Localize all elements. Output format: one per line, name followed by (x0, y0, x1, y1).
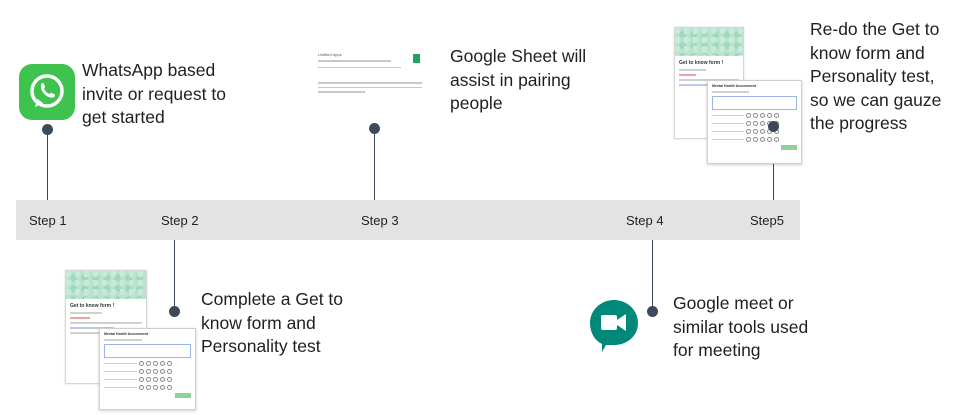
step-4-connector (652, 240, 653, 312)
get-to-know-form-screenshot: Get to know form ! (65, 270, 147, 384)
step-5-description: Re-do the Get to know form and Personali… (810, 19, 942, 133)
step-1-label: Step 1 (29, 213, 67, 228)
step-3-connector (374, 130, 375, 200)
step-2-dot (169, 306, 180, 317)
step-2-description: Complete a Get to know form and Personal… (201, 289, 344, 356)
step-5-label: Step5 (750, 213, 784, 228)
step-1-description: WhatsApp based invite or request to get … (82, 60, 226, 127)
google-meet-icon (588, 298, 640, 353)
step-2-connector (174, 240, 175, 312)
step-1-connector (47, 130, 48, 200)
whatsapp-icon (19, 64, 75, 120)
assessment-card-screenshot: Mental Health Assessment (707, 80, 802, 164)
assessment-card-screenshot: Mental Health Assessment (99, 328, 196, 410)
step-4-dot (647, 306, 658, 317)
step-5-dot (768, 121, 779, 132)
step-5-connector (773, 132, 774, 200)
step-4-label: Step 4 (626, 213, 664, 228)
timeline-bar (16, 200, 800, 240)
step-3-description: Google Sheet will assist in pairing peop… (450, 46, 587, 113)
step-3-dot (369, 123, 380, 134)
step-3-label: Step 3 (361, 213, 399, 228)
google-sheet-screenshot: Untitled Apps (318, 52, 422, 116)
step-1-dot (42, 124, 53, 135)
step-2-label: Step 2 (161, 213, 199, 228)
step-4-description: Google meet or similar tools used for me… (673, 293, 809, 360)
get-to-know-form-screenshot: Get to know form ! (674, 27, 744, 139)
